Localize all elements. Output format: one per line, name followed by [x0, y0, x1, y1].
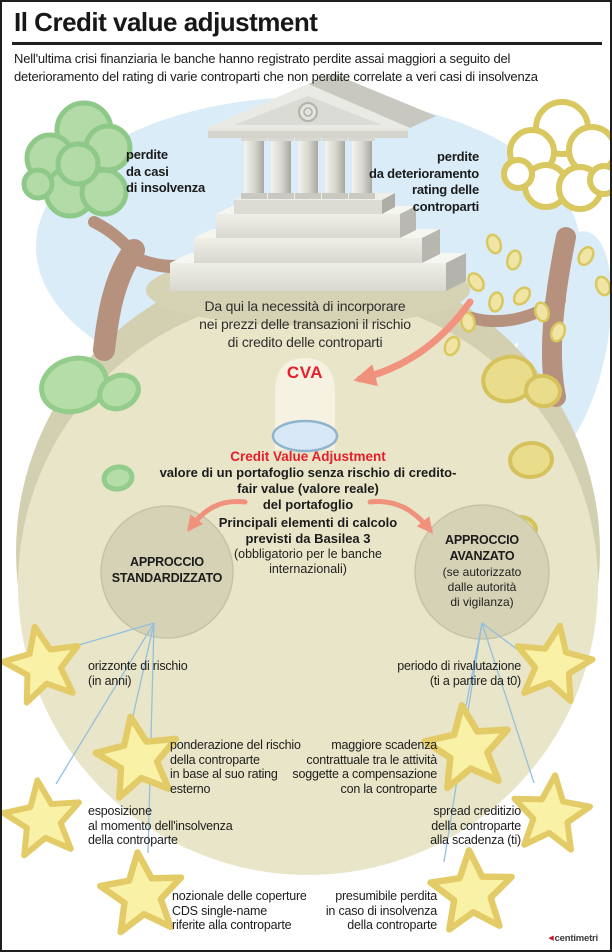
cva-title: Credit Value Adjustment [230, 449, 386, 464]
advanced-element-label: presumibile perdita in caso di insolvenz… [325, 889, 437, 933]
credit-text: centimetri [554, 933, 599, 944]
standard-element-label: orizzonte di rischio (in anni) [88, 659, 188, 688]
standard-approach-label: APPROCCIO STANDARDIZZATO [111, 555, 223, 585]
bank-temple-illustration [170, 74, 466, 291]
basilea-note: (obbligatorio per le banche internaziona… [233, 547, 383, 576]
red-arrow-to-advanced [367, 499, 433, 534]
leader-lines [55, 622, 535, 863]
red-arrow-to-standard [187, 498, 248, 532]
standard-element-label: nozionale delle coperture CDS single-nam… [172, 889, 307, 933]
advanced-element-label: periodo di rivalutazione (ti a partire d… [397, 659, 521, 688]
ground-blobs [39, 354, 562, 544]
pediment-emblem [298, 102, 318, 122]
standard-element-label: esposizione al momento dell'insolvenza d… [88, 804, 233, 848]
advanced-approach-note: (se autorizzato dalle autorità di vigila… [442, 565, 522, 609]
star-icon [2, 775, 85, 857]
standard-element-label: ponderazione del rischio della contropar… [170, 738, 301, 796]
advanced-approach-circle [414, 504, 550, 640]
basilea-heading: Principali elementi di calcolo previsti … [218, 515, 398, 546]
insolvency-losses-label: perdite da casi di insolvenza [126, 147, 206, 196]
advanced-element-label: spread creditizio della controparte alla… [430, 804, 521, 848]
rating-deterioration-losses-label: perdite da deterioramento rating delle c… [368, 149, 479, 214]
intro-text: Nell'ultima crisi finanziaria le banche … [14, 51, 538, 84]
falling-leaves [443, 233, 610, 357]
cva-dome-illustration [271, 358, 339, 453]
cva-definition: valore di un portafoglio senza rischio d… [159, 465, 457, 512]
credit-arrow-icon: ◀ [548, 935, 554, 942]
page-title: Il Credit value adjustment [14, 7, 318, 37]
star-icon [428, 847, 515, 930]
advanced-element-label: maggiore scadenza contrattuale tra le at… [292, 738, 437, 796]
necessity-text: Da qui la necessità di incorporare nei p… [199, 298, 411, 351]
credit-line: ◀centimetri [548, 933, 598, 944]
columns [241, 136, 375, 199]
star-icon [510, 771, 593, 851]
advanced-approach-label: APPROCCIO AVANZATO [445, 533, 519, 563]
title-divider [12, 42, 602, 45]
red-arrow-to-cva [353, 298, 474, 387]
standard-approach-circle [100, 505, 234, 639]
cva-label: CVA [286, 363, 324, 382]
